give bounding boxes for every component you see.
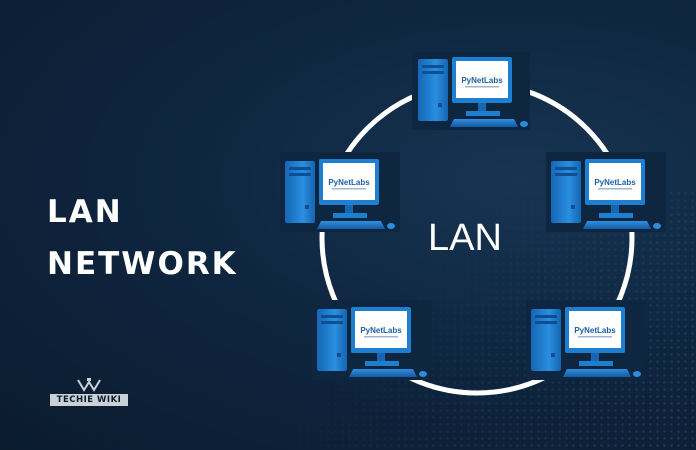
title-line-2: NETWORK xyxy=(47,246,238,282)
center-lan-label: LAN xyxy=(428,217,502,259)
watermark-text: TECHIE WIKI xyxy=(50,394,128,406)
computer-node-left xyxy=(280,152,400,232)
computer-node-top xyxy=(412,52,530,130)
watermark-logo: TECHIE WIKI xyxy=(50,378,128,408)
title-line-1: LAN xyxy=(47,194,123,230)
computer-node-right xyxy=(546,152,666,232)
computer-node-bottom-left xyxy=(312,300,432,380)
computer-node-bottom-right xyxy=(526,300,646,380)
techie-wiki-logo-icon xyxy=(77,378,101,392)
